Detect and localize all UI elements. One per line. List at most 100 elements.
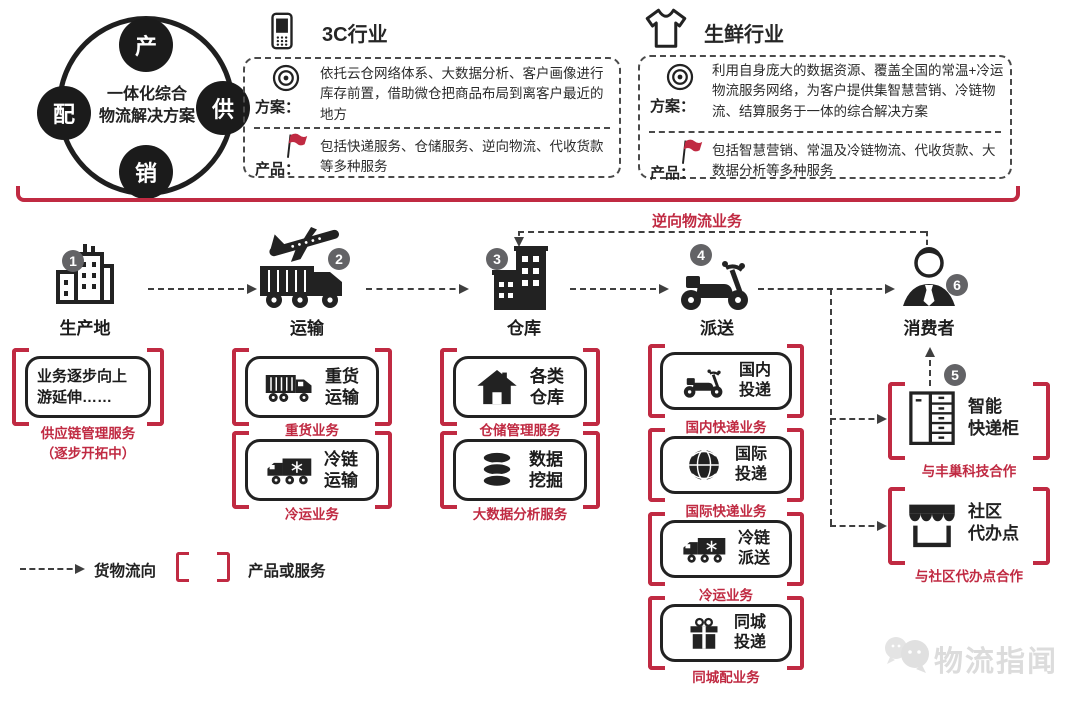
reverse-logistics-drop: [926, 231, 928, 245]
solution-text: 依托云仓网络体系、大数据分析、客户画像进行库存前置，借助微仓把商品布局到离客户最…: [320, 66, 604, 122]
service-box: 各类 仓库: [453, 356, 587, 418]
step-number: 4: [697, 247, 705, 263]
service-caption: 仓储管理服务: [479, 423, 561, 438]
product-text: 包括智慧营销、常温及冷链物流、代收货款、大数据分析等多种服务: [712, 143, 996, 179]
step-badge: 2: [328, 248, 350, 270]
bracket-domestic-delivery: [648, 344, 804, 418]
service-caption: 供应链管理服务 （逐步开拓中）: [40, 426, 136, 461]
smart-locker-icon: [906, 388, 958, 450]
bracket-supply-chain: [12, 348, 164, 426]
service-box: 国内 投递: [660, 352, 792, 410]
bracket-cold-transport: [232, 431, 392, 509]
branch-arrow-locker: [830, 413, 887, 424]
service-caption: 国内快递业务: [685, 420, 767, 435]
service-caption: 冷运业务: [285, 507, 339, 522]
cycle-node-supply: 供: [196, 81, 250, 135]
service-box-text: 国际 投递: [734, 446, 767, 483]
service-caption: 与丰巢科技合作: [921, 464, 1017, 479]
step-badge: 1: [62, 250, 84, 272]
heavy-truck-icon: [265, 369, 313, 405]
branch-line: [830, 289, 832, 525]
cycle-node-produce: 产: [119, 18, 173, 72]
service-box: 重货 运输: [245, 356, 379, 418]
cold-chain-truck-icon: [266, 452, 312, 488]
step-label-consumer: 消费者: [903, 319, 955, 338]
legend-flow-arrow: [20, 563, 85, 574]
top-red-bracket: [16, 186, 1020, 202]
house-icon: [476, 367, 518, 407]
service-caption: 同城配业务: [692, 670, 760, 685]
cold-chain-truck-icon: [682, 532, 726, 566]
solution-text: 利用自身庞大的数据资源、覆盖全国的常温+冷运物流服务网络，为客户提供集智慧营销、…: [712, 63, 1004, 119]
product-label: 产品：: [650, 165, 696, 182]
gift-icon: [686, 615, 722, 651]
locker-to-consumer-arrow: [924, 347, 935, 386]
step-badge: 5: [944, 364, 966, 386]
scooter-icon: [676, 250, 756, 312]
service-caption: 国际快递业务: [685, 504, 767, 519]
step-badge: 6: [946, 274, 968, 296]
flag-icon: [677, 138, 703, 165]
product-label: 产品：: [255, 161, 301, 178]
step-label-dispatch: 派送: [700, 319, 734, 338]
step-label-origin: 生产地: [59, 319, 111, 338]
reverse-logistics-label: 逆向物流业务: [652, 213, 743, 230]
community-store-icon: [904, 495, 960, 551]
legend-bracket-glyph: [176, 552, 230, 582]
solution-label: 方案：: [255, 99, 301, 116]
industry-panel-fresh: [638, 55, 1012, 179]
tshirt-icon: [642, 5, 690, 53]
service-caption: 冷运业务: [699, 588, 753, 603]
service-box-text: 重货 运输: [325, 366, 359, 407]
bracket-intracity-delivery: [648, 596, 804, 670]
legend-bracket-label: 产品或服务: [248, 563, 326, 580]
target-icon: [271, 63, 301, 93]
service-box: 同城 投递: [660, 604, 792, 662]
cycle-node-label: 配: [52, 102, 75, 127]
consumer-icon: [900, 244, 958, 314]
panel-divider: [254, 127, 610, 129]
service-box-text: 国内 投递: [738, 362, 771, 399]
chat-bubbles-icon: [882, 630, 932, 676]
cycle-node-label: 销: [134, 161, 157, 186]
reverse-logistics-line: [518, 231, 926, 233]
delivery-scooter-icon: [681, 363, 727, 399]
step-number: 6: [953, 277, 961, 293]
industry-panel-3c: [243, 57, 621, 178]
service-caption: 重货业务: [285, 423, 339, 438]
service-box-text: 数据 挖掘: [529, 449, 563, 490]
solution-label: 方案：: [650, 98, 696, 115]
cycle-center-text: 一体化综合 物流解决方案: [98, 86, 195, 126]
legend-flow-label: 货物流向: [94, 563, 157, 580]
step-number: 5: [951, 367, 959, 383]
warehouse-icon: [490, 240, 558, 314]
industry-title-fresh: 生鲜行业: [704, 24, 784, 46]
partner-box-text: 智能 快递柜: [968, 397, 1019, 439]
truck-plane-icon: [258, 224, 354, 312]
branch-arrow-store: [830, 520, 887, 531]
bracket-community-store: [888, 487, 1050, 565]
service-box-text: 各类 仓库: [530, 366, 564, 407]
service-box-text: 业务逐步向上游延伸……: [37, 368, 128, 406]
bracket-cold-dispatch: [648, 512, 804, 586]
panel-divider: [649, 131, 1001, 133]
bracket-data-mining: [440, 431, 600, 509]
cycle-node-distribute: 配: [37, 86, 91, 140]
service-box: 冷链 运输: [245, 439, 379, 501]
globe-icon: [685, 446, 723, 484]
step-number: 2: [335, 251, 343, 267]
step-number: 1: [69, 253, 77, 269]
watermark-text: 物流指闻: [934, 646, 1059, 678]
step-badge: 3: [486, 248, 508, 270]
database-icon: [477, 450, 517, 490]
step-label-warehouse: 仓库: [507, 319, 541, 338]
mobile-phone-icon: [263, 6, 301, 56]
bracket-international-delivery: [648, 428, 804, 502]
service-box: 国际 投递: [660, 436, 792, 494]
industry-title-3c: 3C行业: [322, 24, 388, 46]
flag-icon: [282, 132, 308, 159]
service-box-text: 同城 投递: [733, 614, 766, 651]
step-label-transport: 运输: [290, 319, 324, 338]
cycle-node-label: 产: [134, 34, 157, 59]
service-box: 冷链 派送: [660, 520, 792, 578]
